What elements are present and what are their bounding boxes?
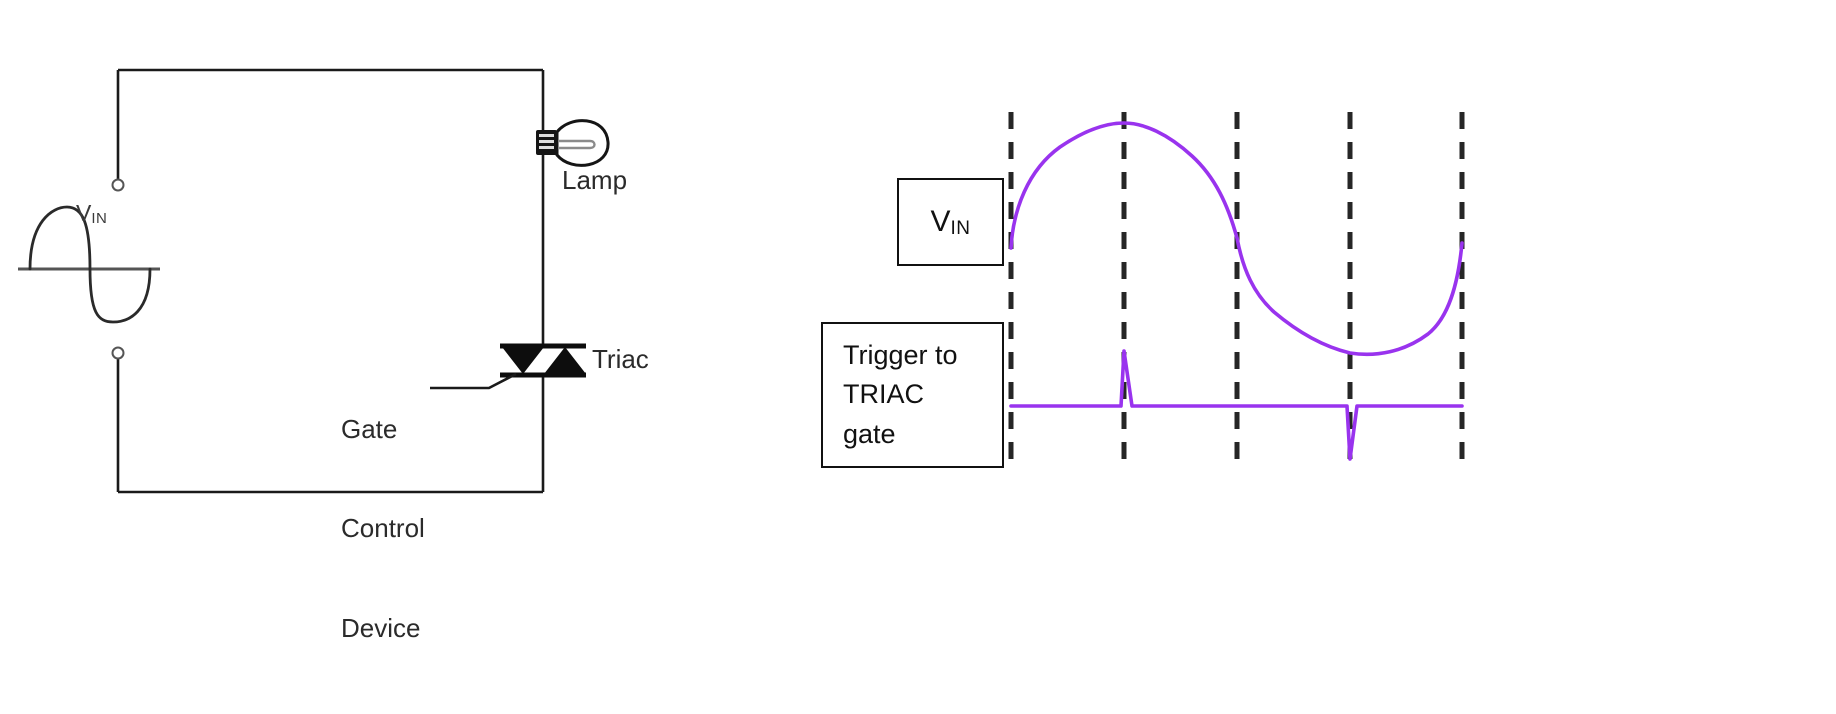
terminal-bottom-icon bbox=[111, 346, 125, 360]
waveform-panel bbox=[1008, 112, 1465, 462]
sine-wave-icon bbox=[28, 205, 152, 324]
lamp-label: Lamp bbox=[562, 165, 628, 195]
trigger-legend-line-3: gate bbox=[843, 418, 896, 449]
source-label-main: V bbox=[76, 200, 92, 226]
figure-canvas: VIN Lamp Triac Gate Control Device VIN T… bbox=[18, 68, 1465, 643]
source-label-sub: IN bbox=[91, 210, 108, 227]
gate-control-line-1: Gate bbox=[341, 413, 398, 444]
triac-triangle-down bbox=[502, 347, 544, 374]
source-label: VIN bbox=[76, 200, 107, 227]
trigger-legend-line-2: TRIAC bbox=[843, 379, 924, 410]
trigger-waveform-trace bbox=[1009, 349, 1464, 461]
gate-control-line-2: Control bbox=[341, 513, 425, 544]
vin-waveform-trace bbox=[1009, 121, 1464, 357]
triac-label: Triac bbox=[592, 344, 649, 374]
trigger-legend-line-1: Trigger to bbox=[843, 340, 958, 371]
triac-icon bbox=[430, 343, 586, 390]
vin-legend-sub: IN bbox=[950, 217, 971, 239]
vin-legend-box: VIN bbox=[897, 178, 1004, 266]
triac-gate-lead bbox=[430, 372, 517, 390]
gate-control-label: Gate Control Device bbox=[341, 355, 425, 714]
triac-triangle-up bbox=[544, 347, 586, 374]
figure-svg bbox=[18, 68, 1465, 494]
lamp-icon bbox=[536, 119, 610, 167]
ac-source-symbol bbox=[18, 205, 160, 324]
dashed-gridlines bbox=[1008, 112, 1465, 462]
trigger-legend-text: Trigger to TRIAC gate bbox=[843, 336, 958, 453]
circuit-diagram bbox=[18, 68, 610, 494]
terminal-top-icon bbox=[111, 178, 125, 192]
vin-legend-text: VIN bbox=[930, 205, 970, 240]
trigger-legend-box: Trigger to TRIAC gate bbox=[821, 322, 1004, 468]
vin-legend-main: V bbox=[930, 204, 951, 238]
gate-control-line-3: Device bbox=[341, 613, 421, 644]
